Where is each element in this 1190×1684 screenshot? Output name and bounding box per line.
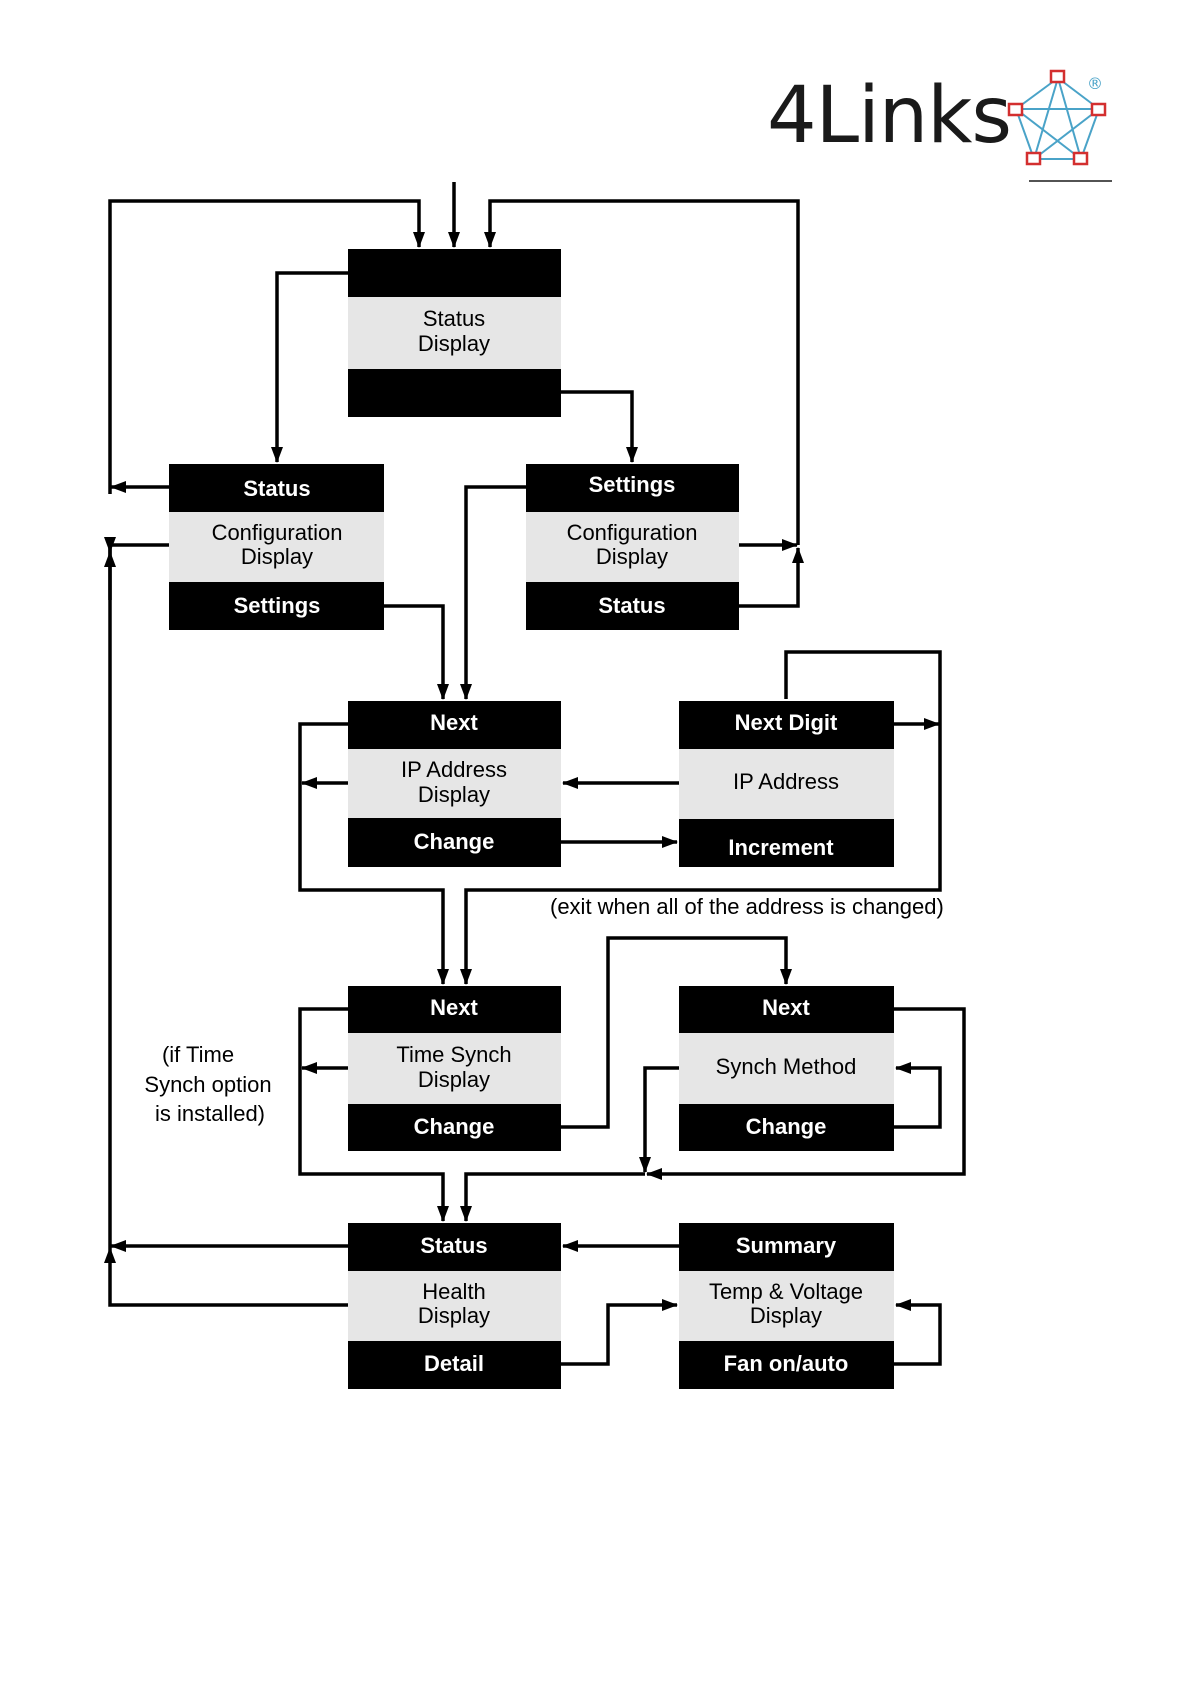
arrow-time-synch-change-to-synch-method bbox=[561, 936, 792, 1129]
status-display-box: Status Display bbox=[348, 249, 561, 417]
time-synch-display-box: Next Time Synch Display Change bbox=[348, 986, 561, 1151]
arrow-status-display-to-status-config bbox=[271, 271, 348, 463]
settings-config-line-2: Display bbox=[596, 544, 668, 569]
health-line-1: Health bbox=[422, 1279, 486, 1304]
logo-wordmark: 4Links bbox=[767, 71, 1011, 161]
time-synch-key-top: Next bbox=[430, 995, 478, 1020]
arrow-ip-next-to-time-synch bbox=[298, 722, 449, 985]
arrow-settings-config-to-ip bbox=[460, 485, 526, 700]
status-config-line-1: Configuration bbox=[212, 520, 343, 545]
synch-method-box: Next Synch Method Change bbox=[679, 986, 894, 1151]
ip-address-edit-box: Next Digit IP Address Increment bbox=[679, 701, 894, 867]
ip-edit-line-1: IP Address bbox=[733, 769, 839, 794]
temp-voltage-key-bottom: Fan on/auto bbox=[724, 1351, 849, 1376]
settings-config-line-1: Configuration bbox=[567, 520, 698, 545]
temp-voltage-line-2: Display bbox=[750, 1303, 822, 1328]
connectors bbox=[104, 182, 966, 1366]
arrow-synch-method-change-loop bbox=[894, 1062, 942, 1129]
exit-note: (exit when all of the address is changed… bbox=[550, 894, 944, 919]
arrow-right-return-to-status-display bbox=[484, 199, 800, 545]
status-config-key-bottom: Settings bbox=[234, 593, 321, 618]
synch-method-key-top: Next bbox=[762, 995, 810, 1020]
arrow-health-middle-exit bbox=[104, 1247, 348, 1307]
synch-method-line-1: Synch Method bbox=[716, 1054, 857, 1079]
arrow-settings-config-status-exit bbox=[739, 547, 804, 608]
time-synch-key-bottom: Change bbox=[414, 1114, 495, 1139]
ip-address-display-box: Next IP Address Display Change bbox=[348, 701, 561, 867]
time-synch-line-2: Display bbox=[418, 1067, 490, 1092]
status-display-line-1: Status bbox=[423, 306, 485, 331]
temp-voltage-line-1: Temp & Voltage bbox=[709, 1279, 863, 1304]
time-option-note-line-1: (if Time bbox=[162, 1042, 234, 1067]
arrow-status-display-to-settings-config bbox=[561, 390, 638, 463]
arrow-synch-merge-to-health bbox=[460, 1172, 645, 1222]
settings-config-box: Settings Configuration Display Status bbox=[526, 464, 739, 630]
time-option-note: (if Time Synch option is installed) bbox=[144, 1042, 271, 1126]
arrow-status-config-middle-exit bbox=[104, 537, 169, 553]
temp-voltage-display-box: Summary Temp & Voltage Display Fan on/au… bbox=[679, 1223, 894, 1389]
health-key-bottom: Detail bbox=[424, 1351, 484, 1376]
health-line-2: Display bbox=[418, 1303, 490, 1328]
pentagon-network-icon bbox=[1007, 69, 1107, 166]
arrow-health-detail-to-temp bbox=[561, 1299, 678, 1366]
ip-display-key-bottom: Change bbox=[414, 829, 495, 854]
ip-display-line-1: IP Address bbox=[401, 757, 507, 782]
health-key-top: Status bbox=[420, 1233, 487, 1258]
ip-display-key-top: Next bbox=[430, 710, 478, 735]
arrow-left-return-to-status-display bbox=[108, 199, 425, 494]
arrow-fan-toggle-loop bbox=[894, 1299, 942, 1366]
settings-config-key-top: Settings bbox=[589, 472, 676, 497]
company-logo: 4Links ® bbox=[767, 69, 1112, 182]
ip-edit-key-bottom: Increment bbox=[728, 835, 834, 860]
synch-method-key-bottom: Change bbox=[746, 1114, 827, 1139]
time-option-note-line-3: is installed) bbox=[155, 1101, 265, 1126]
temp-voltage-key-top: Summary bbox=[736, 1233, 837, 1258]
arrow-status-config-settings-to-ip bbox=[384, 604, 449, 700]
arrow-time-synch-next-to-health bbox=[298, 1007, 449, 1222]
ip-display-line-2: Display bbox=[418, 782, 490, 807]
time-synch-line-1: Time Synch bbox=[396, 1042, 511, 1067]
health-display-box: Status Health Display Detail bbox=[348, 1223, 561, 1389]
arrow-synch-method-next-exit bbox=[646, 1007, 966, 1180]
arrow-synch-method-middle-exit bbox=[639, 1066, 679, 1173]
registered-mark: ® bbox=[1087, 74, 1103, 93]
settings-config-key-bottom: Status bbox=[598, 593, 665, 618]
time-option-note-line-2: Synch option bbox=[144, 1072, 271, 1097]
status-config-box: Status Configuration Display Settings bbox=[169, 464, 384, 630]
arrow-next-digit-loop-and-exit bbox=[460, 650, 942, 985]
status-config-key-top: Status bbox=[243, 476, 310, 501]
status-config-line-2: Display bbox=[241, 544, 313, 569]
ip-edit-key-top: Next Digit bbox=[735, 710, 838, 735]
status-display-line-2: Display bbox=[418, 331, 490, 356]
